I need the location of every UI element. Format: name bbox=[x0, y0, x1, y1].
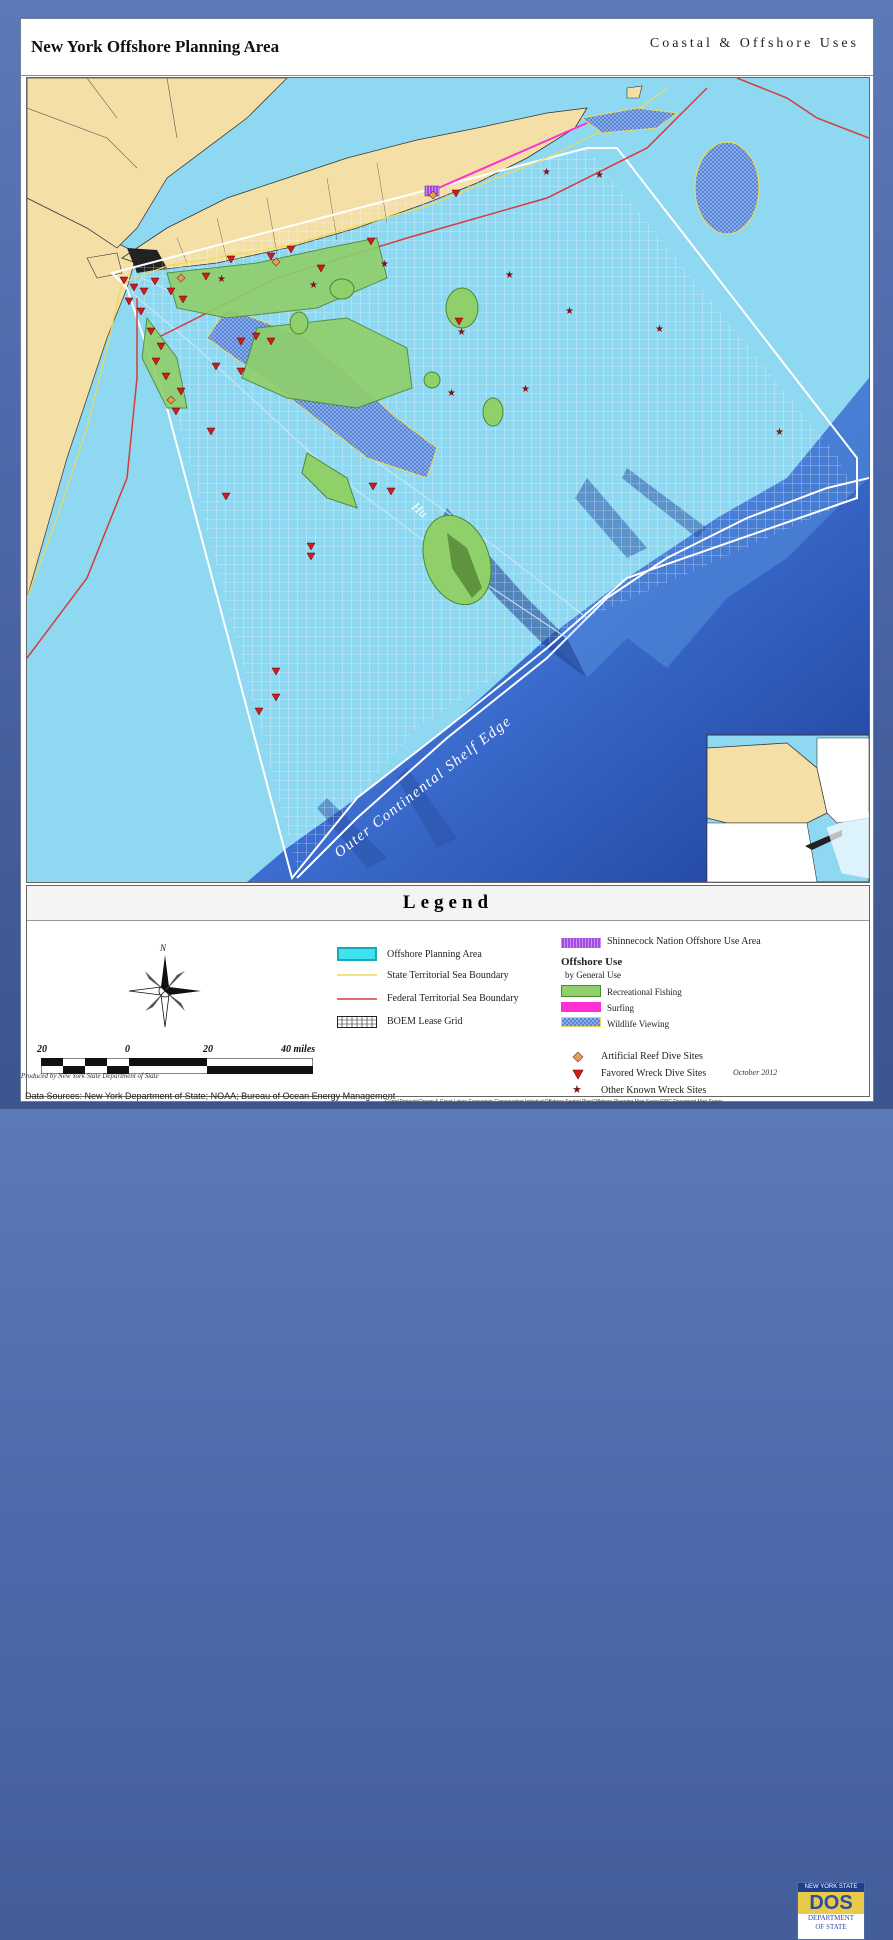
reef-markers bbox=[166, 190, 438, 405]
legend-other-wreck: Other Known Wreck Sites bbox=[601, 1085, 707, 1096]
compass-icon: N bbox=[128, 943, 201, 1028]
svg-text:★: ★ bbox=[521, 384, 530, 395]
legend-reef: Artificial Reef Dive Sites bbox=[601, 1051, 703, 1062]
favored-wreck-markers bbox=[119, 189, 464, 716]
scale-mid: 20 bbox=[203, 1044, 213, 1055]
map-frame[interactable]: ★★★ ★★★ ★★★ ★★★ Hu Outer Continental She… bbox=[26, 77, 870, 883]
map-date: October 2012 bbox=[733, 1068, 778, 1077]
legend-lease-grid: BOEM Lease Grid bbox=[387, 1016, 463, 1027]
scale-bar bbox=[41, 1058, 313, 1074]
rec-fishing-offshore bbox=[241, 317, 413, 409]
scale-right: 40 miles bbox=[281, 1044, 316, 1055]
logo-top: NEW YORK STATE bbox=[798, 1883, 864, 1892]
logo-mark: DOS bbox=[798, 1892, 864, 1914]
legend-state-boundary: State Territorial Sea Boundary bbox=[387, 970, 509, 981]
svg-text:★: ★ bbox=[565, 306, 574, 317]
svg-text:★: ★ bbox=[655, 324, 664, 335]
legend: Legend N 20 0 20 40 miles Of bbox=[26, 885, 870, 1940]
title-bar: New York Offshore Planning Area Coastal … bbox=[21, 19, 873, 76]
map-sheet: New York Offshore Planning Area Coastal … bbox=[20, 18, 874, 1940]
svg-text:★: ★ bbox=[457, 327, 466, 338]
other-wreck-markers: ★ ★ ★ ★ ★ ★ ★ ★ ★ ★ ★ ★ bbox=[217, 167, 784, 438]
wildlife-viewing-area bbox=[694, 141, 760, 235]
logo-line2: OF STATE bbox=[815, 1923, 847, 1931]
produced-by: Produced by New York State Department of… bbox=[21, 1072, 159, 1080]
svg-text:★: ★ bbox=[542, 167, 551, 178]
rec-fishing-nearshore bbox=[166, 237, 388, 319]
svg-text:★: ★ bbox=[447, 388, 456, 399]
svg-text:★: ★ bbox=[505, 270, 514, 281]
legend-offshore-use-sub: by General Use bbox=[565, 970, 621, 980]
scale-left: 20 bbox=[37, 1044, 47, 1055]
svg-text:★: ★ bbox=[595, 170, 604, 181]
legend-rec-fishing: Recreational Fishing bbox=[607, 987, 682, 997]
legend-planning-area: Offshore Planning Area bbox=[387, 949, 482, 960]
federal-boundary-west bbox=[27, 298, 138, 659]
lease-grid-swatch bbox=[337, 1016, 377, 1028]
star-icon: ★ bbox=[572, 1083, 582, 1096]
planning-area-swatch bbox=[337, 947, 377, 961]
legend-wildlife: Wildlife Viewing bbox=[607, 1019, 670, 1029]
surfing-strip bbox=[426, 122, 588, 194]
svg-text:★: ★ bbox=[217, 274, 226, 285]
map-canvas: ★★★ ★★★ ★★★ ★★★ Hu Outer Continental She… bbox=[27, 78, 869, 882]
scale-zero: 0 bbox=[125, 1044, 130, 1055]
map-title: New York Offshore Planning Area bbox=[31, 37, 280, 56]
map-subtitle: Coastal & Offshore Uses bbox=[649, 36, 859, 51]
shelf-edge-line bbox=[296, 477, 869, 879]
legend-title: Legend bbox=[27, 886, 869, 921]
svg-text:★: ★ bbox=[309, 280, 318, 291]
legend-offshore-use-head: Offshore Use bbox=[561, 956, 623, 968]
inset-map bbox=[706, 734, 869, 882]
dos-logo: NEW YORK STATE DOS DEPARTMENT OF STATE bbox=[797, 1882, 865, 1940]
legend-surfing: Surfing bbox=[607, 1003, 634, 1013]
state-boundary bbox=[27, 87, 668, 599]
svg-text:★: ★ bbox=[775, 427, 784, 438]
file-path: G:\gis\Projects\Ocean & Great Lakes Ecos… bbox=[385, 1099, 723, 1105]
legend-shinnecock: Shinnecock Nation Offshore Use Area bbox=[607, 936, 761, 947]
logo-line1: DEPARTMENT bbox=[808, 1914, 854, 1922]
legend-federal-boundary: Federal Territorial Sea Boundary bbox=[387, 993, 519, 1004]
mainland-land bbox=[27, 78, 288, 249]
compass-north-label: N bbox=[159, 943, 167, 953]
svg-text:★: ★ bbox=[380, 259, 389, 270]
legend-favored-wreck: Favored Wreck Dive Sites bbox=[601, 1068, 707, 1079]
data-sources: Data Sources: New York Department of Sta… bbox=[25, 1091, 396, 1101]
